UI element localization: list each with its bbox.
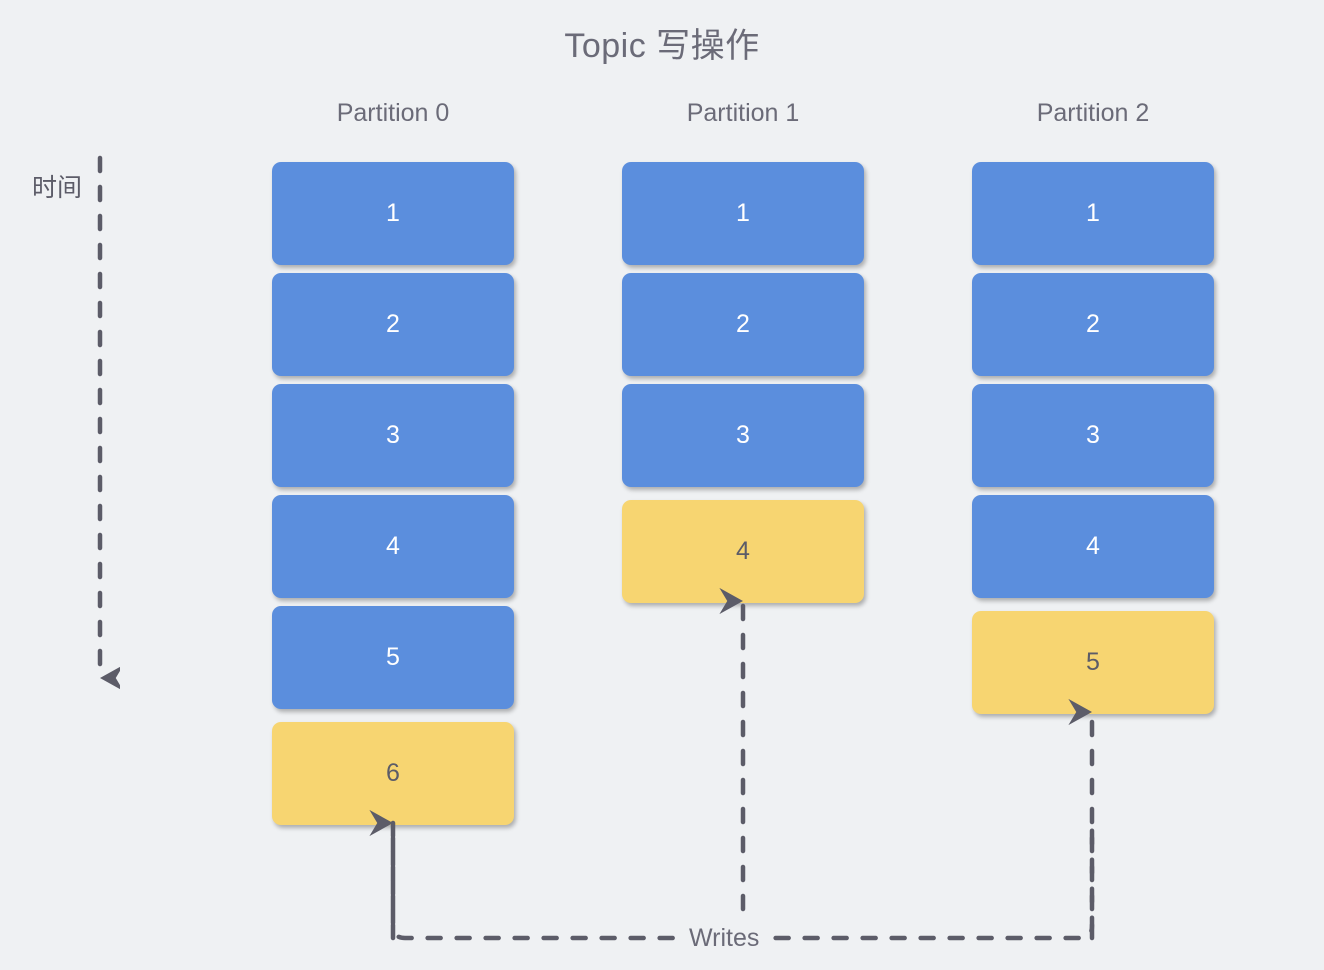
message-box: 4 [272, 495, 514, 598]
partition-header-2: Partition 2 [1036, 99, 1150, 127]
message-box: 1 [622, 162, 864, 265]
message-box: 2 [972, 273, 1214, 376]
message-box: 3 [272, 384, 514, 487]
message-box: 5 [972, 611, 1214, 714]
message-box: 3 [972, 384, 1214, 487]
message-box: 6 [272, 722, 514, 825]
message-box: 4 [972, 495, 1214, 598]
partition-header-1: Partition 1 [686, 99, 800, 127]
message-box: 3 [622, 384, 864, 487]
message-box: 2 [272, 273, 514, 376]
message-box: 5 [272, 606, 514, 709]
page-title: Topic 写操作 [564, 27, 760, 65]
time-axis-label: 时间 [32, 174, 83, 202]
writes-label: Writes [686, 921, 763, 955]
message-box: 1 [272, 162, 514, 265]
message-box: 2 [622, 273, 864, 376]
message-box: 1 [972, 162, 1214, 265]
message-box: 4 [622, 500, 864, 603]
partition-header-0: Partition 0 [336, 99, 450, 127]
time-axis-arrow-icon [97, 155, 120, 692]
